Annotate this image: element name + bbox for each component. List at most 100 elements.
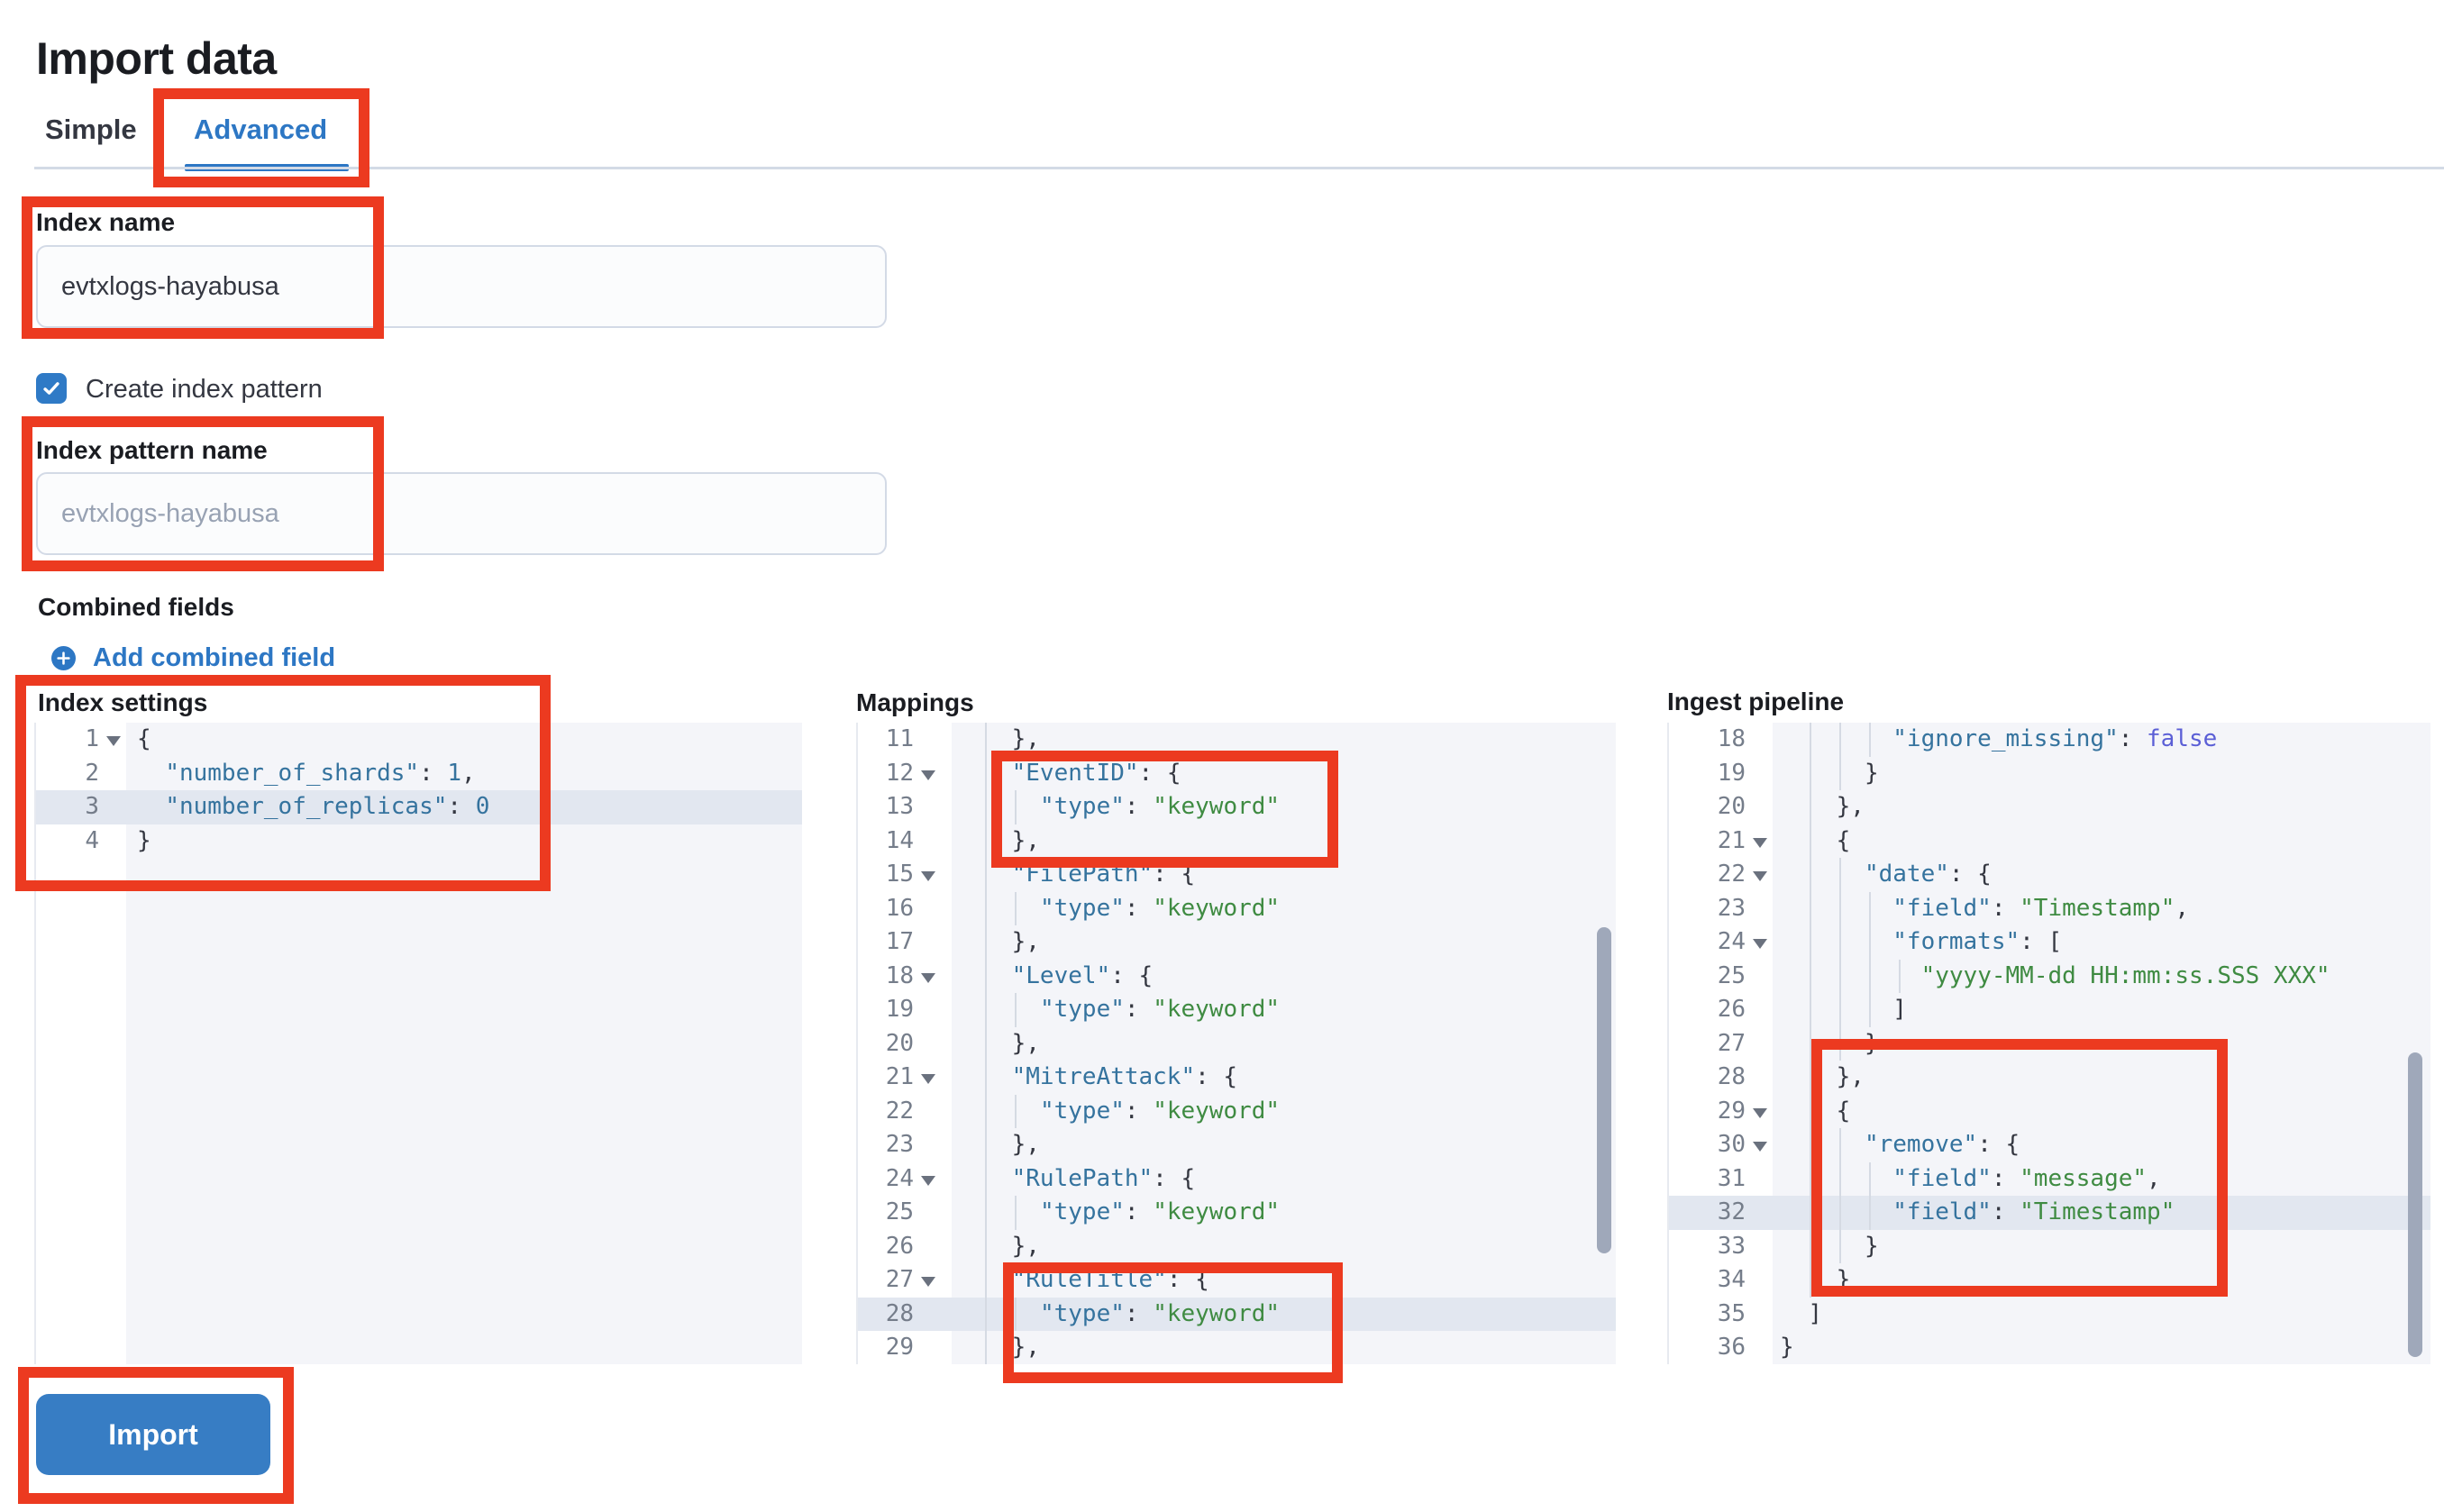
mappings-editor[interactable]: 11},12"EventID": {13"type": "keyword"14}… [856,723,1616,1364]
fold-arrow-icon[interactable] [921,1277,935,1287]
tab-simple[interactable]: Simple [45,106,137,153]
line-number: 26 [885,1232,914,1260]
line-number: 33 [1717,1232,1746,1260]
code-text: "RulePath": { [1011,1164,1196,1192]
index-settings-editor[interactable]: 1{2"number_of_shards": 1,3"number_of_rep… [34,723,802,1364]
indent-guide [1015,891,1017,925]
fold-arrow-icon[interactable] [921,871,935,881]
code-line: 11}, [858,723,1616,757]
code-text: "field": "Timestamp" [1892,1198,2175,1225]
create-index-pattern-checkbox[interactable] [36,373,67,404]
indent-guide [985,824,987,858]
code-line: 2"number_of_shards": 1, [36,757,802,791]
indent-guide [1015,993,1017,1027]
line-number: 23 [885,1131,914,1158]
line-number: 19 [1717,759,1746,787]
indent-guide [1810,1026,1811,1061]
fold-arrow-icon[interactable] [1753,871,1767,881]
fold-arrow-icon[interactable] [921,972,935,983]
fold-arrow-icon[interactable] [921,770,935,780]
index-name-input[interactable] [36,245,887,328]
indent-guide [1015,1196,1017,1230]
code-text: }, [1011,1131,1040,1158]
indent-guide [1810,824,1811,858]
code-text: } [1864,1029,1879,1057]
code-text: "RuleTitle": { [1011,1266,1209,1293]
code-text: "Level": { [1011,961,1154,989]
code-line: 22"date": { [1669,858,2430,892]
line-number: 21 [1717,826,1746,854]
code-text: } [137,826,151,854]
code-text: "type": "keyword" [1039,1299,1281,1327]
code-line: 23}, [858,1128,1616,1162]
indent-guide [1839,959,1841,993]
indent-guide [1015,790,1017,824]
code-line: 21"MitreAttack": { [858,1061,1616,1095]
indent-guide [1810,891,1811,925]
code-text: "formats": [ [1892,928,2063,955]
import-button-label: Import [108,1417,198,1451]
indent-guide [1015,1094,1017,1128]
line-number: 20 [885,1029,914,1057]
line-number: 30 [1717,1131,1746,1158]
line-number: 35 [1717,1299,1746,1327]
create-index-pattern-label[interactable]: Create index pattern [86,375,323,404]
indent-guide [1810,1229,1811,1263]
indent-guide [985,925,987,960]
code-line: 29{ [1669,1094,2430,1128]
code-text: "type": "keyword" [1039,996,1281,1023]
tab-advanced[interactable]: Advanced [194,106,327,153]
indent-guide [985,1263,987,1298]
editor-content-background [952,723,1616,1364]
line-number: 23 [1717,894,1746,922]
mappings-label: Mappings [856,688,974,716]
code-text: }, [1011,1232,1040,1260]
indent-guide [985,1026,987,1061]
code-text: "MitreAttack": { [1011,1063,1238,1090]
mappings-vertical-scrollbar[interactable] [1597,927,1611,1253]
fold-arrow-icon[interactable] [1753,939,1767,949]
code-text: }, [1011,1029,1040,1057]
fold-arrow-icon[interactable] [1753,1142,1767,1152]
fold-arrow-icon[interactable] [921,1074,935,1084]
code-text: } [1780,1334,1794,1361]
fold-arrow-icon[interactable] [1753,1107,1767,1118]
ingest-pipeline-vertical-scrollbar[interactable] [2408,1052,2422,1357]
code-line: 20}, [1669,790,2430,824]
index-pattern-name-input[interactable] [36,472,887,555]
code-text: "number_of_shards": 1, [165,759,476,787]
line-number: 28 [885,1299,914,1327]
indent-guide [1869,993,1871,1027]
indent-guide [1869,1161,1871,1196]
code-text: } [1836,1266,1851,1293]
code-text: ] [1808,1299,1822,1327]
indent-guide [1839,756,1841,790]
import-button[interactable]: Import [36,1394,270,1475]
line-number: 18 [885,961,914,989]
indent-guide [1839,891,1841,925]
code-line: 23"field": "Timestamp", [1669,891,2430,925]
fold-arrow-icon[interactable] [106,736,121,746]
checkmark-icon [43,382,59,395]
active-code-line: 28 "type": "keyword" [858,1297,1616,1331]
line-number: 28 [1717,1063,1746,1090]
line-number: 27 [885,1266,914,1293]
code-line: 16"type": "keyword" [858,891,1616,925]
indent-guide [1869,925,1871,960]
line-number: 16 [885,894,914,922]
code-text: "yyyy-MM-dd HH:mm:ss.SSS XXX" [1920,961,2330,989]
plus-circle-icon [51,646,76,670]
fold-arrow-icon[interactable] [1753,837,1767,848]
code-text: "number_of_replicas": 0 [165,793,490,820]
indent-guide [1839,858,1841,892]
code-text: }, [1011,928,1040,955]
indent-guide [985,993,987,1027]
indent-guide [1810,959,1811,993]
code-text: "remove": { [1864,1131,2020,1158]
indent-guide [1810,1094,1811,1128]
fold-arrow-icon[interactable] [921,1175,935,1186]
indent-guide [1839,925,1841,960]
code-line: 27} [1669,1026,2430,1061]
add-combined-field-link[interactable]: Add combined field [51,643,335,673]
